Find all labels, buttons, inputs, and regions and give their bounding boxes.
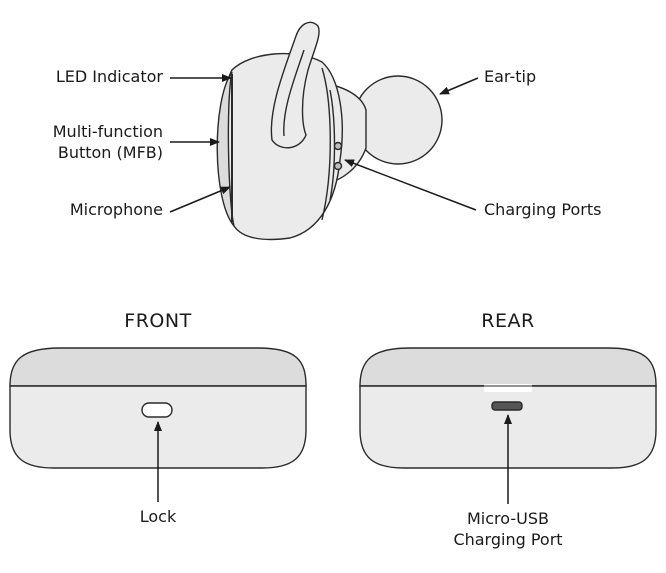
mfb-label-line2: Button (MFB) bbox=[57, 143, 163, 162]
micro-usb-label-line1: Micro-USB bbox=[467, 509, 549, 528]
ear-tip bbox=[353, 75, 443, 165]
charging-port-lower bbox=[333, 161, 343, 171]
earbud-fin bbox=[270, 21, 320, 149]
micro-usb-label-line2: Charging Port bbox=[453, 530, 563, 549]
lock-label: Lock bbox=[139, 507, 177, 526]
lock-button bbox=[141, 402, 173, 418]
microphone-label: Microphone bbox=[69, 200, 163, 219]
charging-port-upper bbox=[333, 141, 343, 151]
ear-tip-label: Ear-tip bbox=[484, 67, 537, 86]
earbud-callouts bbox=[169, 74, 479, 213]
charging-ports-leader bbox=[344, 159, 477, 211]
micro-usb-port bbox=[491, 401, 523, 411]
case-front-lid bbox=[9, 347, 307, 387]
charging-ports-label: Charging Ports bbox=[484, 200, 602, 219]
microphone-leader bbox=[169, 186, 231, 213]
earbud bbox=[216, 21, 443, 241]
rear-heading: REAR bbox=[481, 310, 535, 332]
earbud-panel bbox=[321, 67, 331, 221]
hinge-recess bbox=[484, 384, 532, 392]
front-heading: FRONT bbox=[124, 310, 192, 332]
case-rear-lid bbox=[359, 347, 657, 387]
ear-tip-leader bbox=[439, 77, 479, 95]
led-indicator-label: LED Indicator bbox=[55, 67, 163, 86]
mfb-label-line1: Multi-function bbox=[52, 122, 163, 141]
